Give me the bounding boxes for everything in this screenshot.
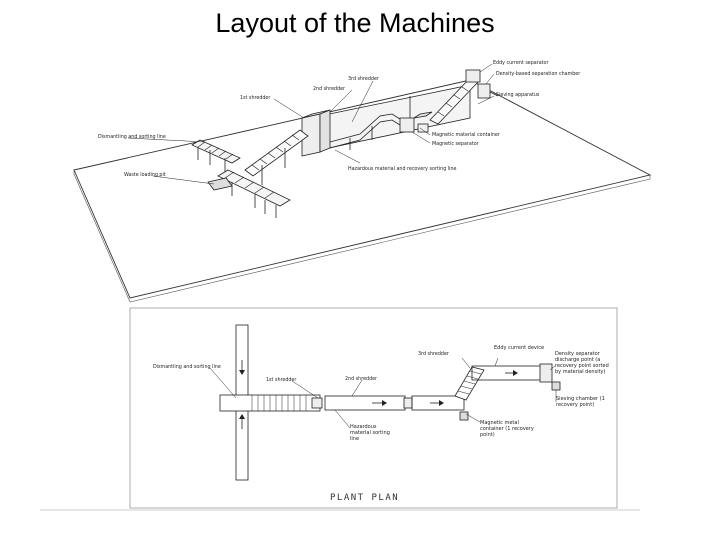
- label-density-separator: Density-based separation chamber: [496, 71, 580, 77]
- feed-conveyor: [244, 129, 309, 185]
- plan-diagonal-conveyor: [454, 366, 485, 401]
- eddy-current-conveyor: [429, 69, 499, 125]
- plan-label-eddy-current: Eddy current device: [494, 345, 545, 351]
- iso-leader-lines: [127, 63, 495, 185]
- plan-leader-lines: [209, 357, 557, 429]
- plant-plan-title: PLANT PLAN: [330, 493, 399, 503]
- plan-label-hazardous-line: Hazardous material sorting line: [350, 424, 390, 442]
- plan-first-shredder-line: [219, 394, 323, 412]
- plan-label-density-box: Density separator discharge point (a rec…: [555, 351, 609, 375]
- plan-frame: [129, 307, 618, 509]
- plan-label-sieving: Sieving chamber (1 recovery point): [556, 396, 605, 408]
- floor-slab-edge: [73, 170, 651, 303]
- label-hazardous-line: Hazardous material and recovery sorting …: [348, 166, 456, 172]
- third-shredder-unit: [399, 111, 433, 133]
- label-eddy-current: Eddy current separator: [493, 60, 548, 66]
- plant-plan-view: [40, 307, 640, 511]
- slide-title: Layout of the Machines: [215, 8, 495, 38]
- plan-label-sieving-box: Sieving chamber (1 recovery point): [556, 396, 605, 408]
- dismantling-line: [191, 139, 241, 172]
- label-second-shredder: 2nd shredder: [313, 86, 345, 92]
- label-third-shredder: 3rd shredder: [348, 76, 379, 82]
- label-dismantling: Dismantling and sorting line: [98, 134, 166, 140]
- hazardous-sorting-line: [217, 169, 291, 218]
- label-magnetic-separator: Magnetic separator: [432, 141, 479, 147]
- isometric-view: [73, 63, 652, 303]
- plan-label-first-shredder: 1st shredder: [266, 377, 296, 383]
- second-shredder-conveyor: [329, 113, 401, 150]
- plan-label-third-shredder: 3rd shredder: [418, 351, 449, 357]
- plan-label-eddy-current-box: Eddy current device: [494, 345, 545, 351]
- plan-label-hazardous-box: Hazardous material sorting line: [350, 424, 390, 442]
- label-waste-loading: Waste loading pit: [124, 172, 166, 178]
- plan-label-second-shredder: 2nd shredder: [345, 376, 377, 382]
- plan-second-shredder-line: [324, 395, 413, 411]
- waste-loading-pit: [207, 177, 233, 191]
- plan-eddy-current-line: [471, 363, 561, 391]
- first-shredder-unit: [301, 109, 331, 157]
- plan-label-density-separator: Density separator discharge point (a rec…: [555, 351, 609, 375]
- plan-label-dismantling: Dismantling and sorting line: [153, 364, 221, 370]
- label-magnetic-container: Magnetic material container: [432, 132, 500, 138]
- plan-magnetic-container: [459, 411, 469, 421]
- plan-label-magnetic-box: Magnetic metal container (1 recovery poi…: [480, 420, 534, 438]
- label-sieving: Sieving apparatus: [496, 92, 540, 98]
- label-first-shredder: 1st shredder: [240, 95, 270, 101]
- plan-magnetic-line: [411, 395, 465, 411]
- plan-label-magnetic-container: Magnetic metal container (1 recovery poi…: [480, 420, 534, 438]
